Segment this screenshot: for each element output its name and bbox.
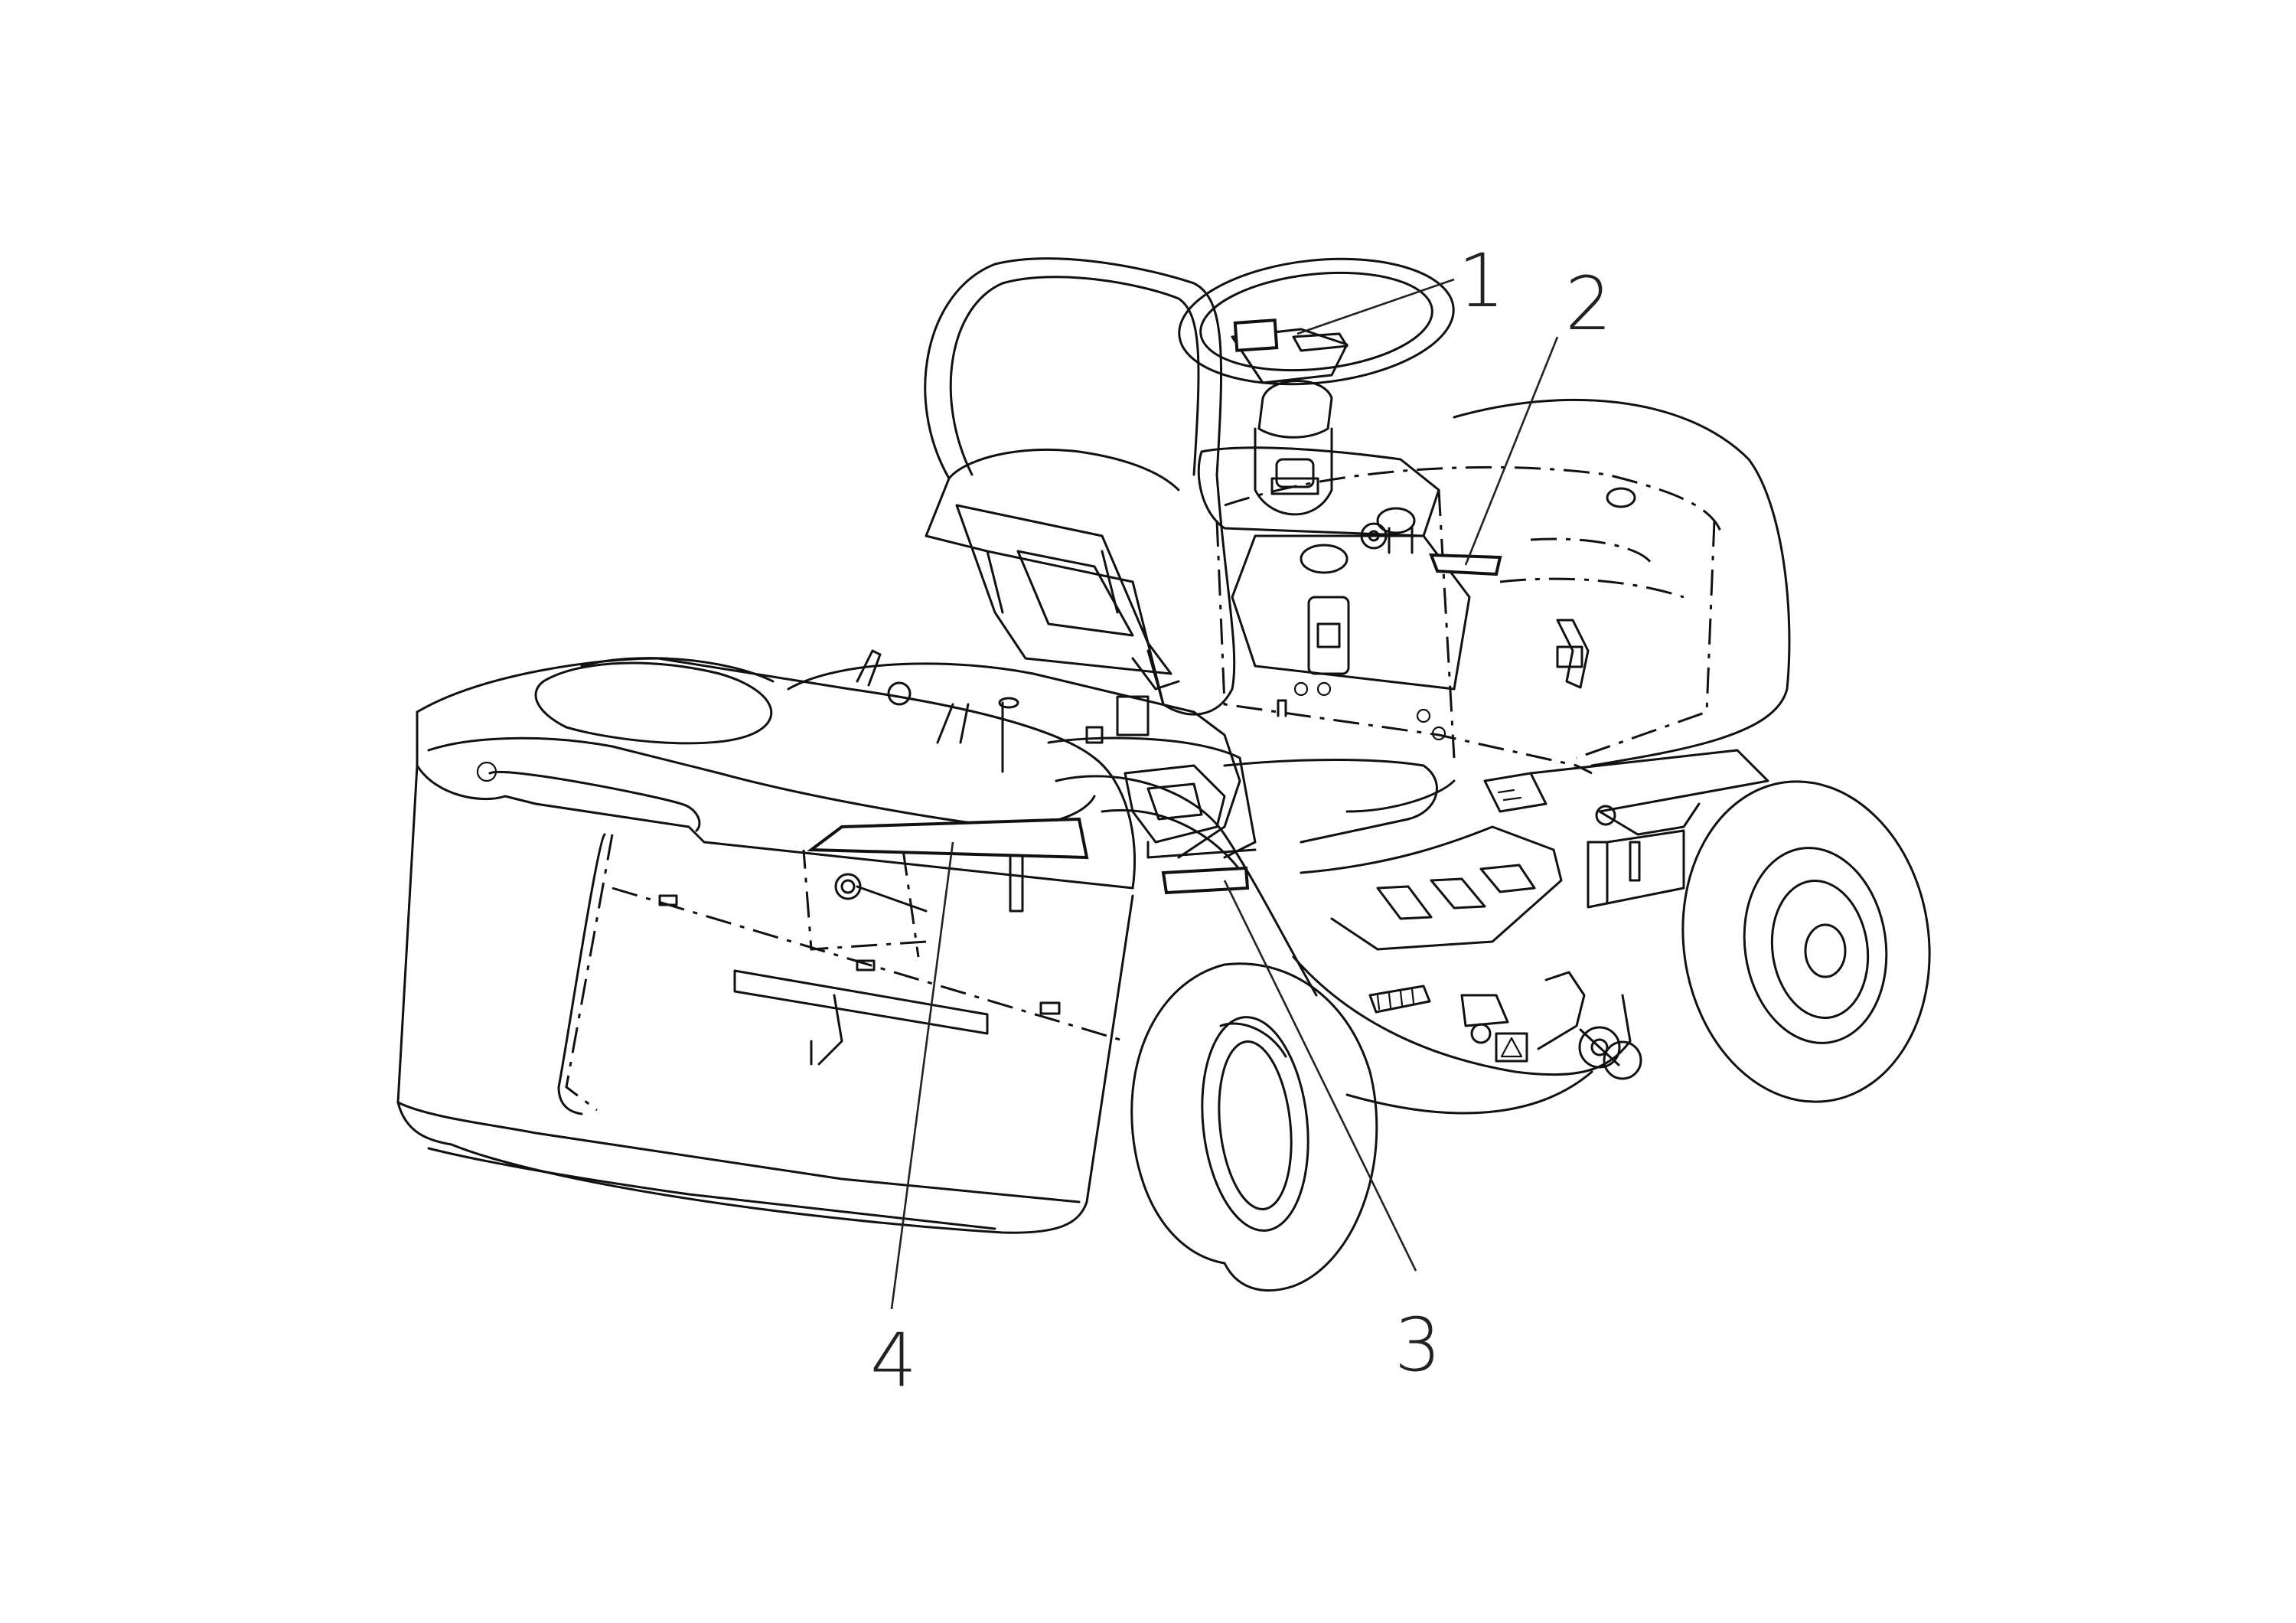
callout-1: 1 [1458,238,1505,324]
front-wheel [1681,780,1931,1103]
rear-fender [1055,775,1318,997]
leader-4 [890,841,954,1310]
leader-1 [1296,278,1455,335]
leader-2 [1464,336,1559,566]
callout-3: 3 [1394,1302,1441,1388]
frame-right [1529,749,1769,909]
decal-1 [1233,318,1279,352]
rear-wheel [1130,962,1378,1292]
dashboard-console [1197,380,1502,741]
mower-deck [1292,955,1642,1115]
decal-3 [1161,866,1250,895]
seat [924,257,1236,736]
decal-4 [807,817,1089,860]
leader-3 [1223,880,1417,1272]
callout-labels: 1 2 3 4 [870,238,1612,1403]
steering-wheel [1178,257,1455,386]
callout-2: 2 [1565,261,1612,347]
grass-collector [396,657,1136,1234]
callout-4: 4 [870,1318,917,1403]
engine-hood [1215,398,1791,775]
rear-body [787,649,1563,951]
callout-leaders [890,278,1559,1310]
